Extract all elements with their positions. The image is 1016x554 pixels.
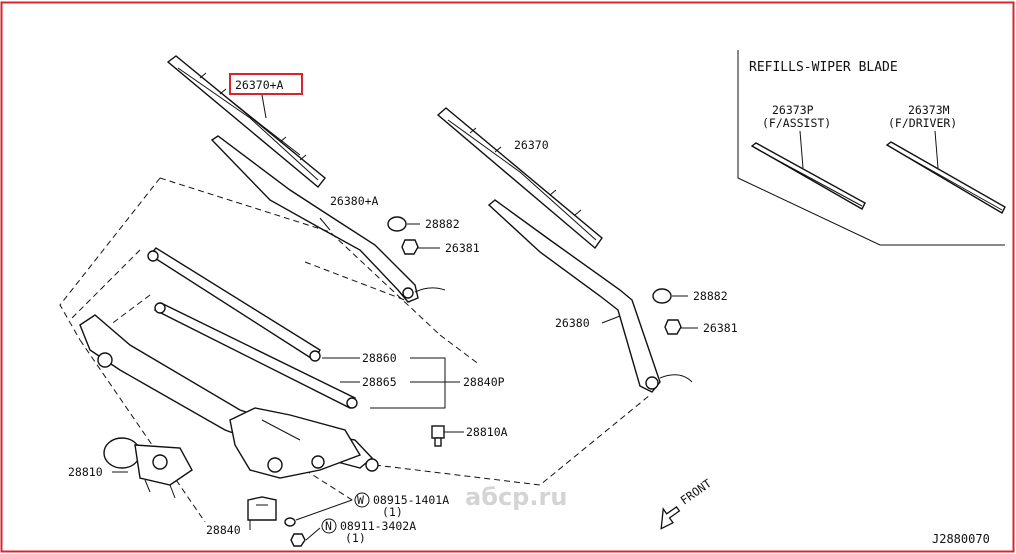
arrow-down-left-icon bbox=[660, 505, 681, 530]
nut-right bbox=[664, 319, 682, 335]
cap-left bbox=[387, 216, 407, 232]
refill-assist-note: (F/ASSIST) bbox=[762, 116, 831, 130]
label-hex-nut[interactable]: 08911-3402A bbox=[340, 519, 416, 533]
wiper-arm-right bbox=[487, 199, 693, 393]
phantom-lines bbox=[59, 177, 651, 523]
label-washer[interactable]: 08915-1401A bbox=[373, 493, 449, 507]
wiper-blade-left bbox=[166, 55, 326, 189]
watermark: aбcp.ru bbox=[465, 483, 567, 511]
washer bbox=[284, 517, 296, 527]
label-nut-left[interactable]: 26381 bbox=[445, 241, 480, 255]
label-cap-right[interactable]: 28882 bbox=[693, 289, 728, 303]
nut-callout: N 08911-3402A (1) bbox=[321, 518, 416, 545]
nut-code: N bbox=[325, 519, 332, 533]
label-link-upper[interactable]: 28860 bbox=[362, 351, 397, 365]
linkage-frame bbox=[79, 314, 379, 479]
nut-left bbox=[401, 239, 419, 255]
highlight-box bbox=[229, 73, 303, 95]
label-motor[interactable]: 28810 bbox=[68, 465, 103, 479]
label-arm-left[interactable]: 26380+A bbox=[330, 194, 379, 208]
label-link-lower[interactable]: 28865 bbox=[362, 375, 397, 389]
refill-assist-part[interactable]: 26373P bbox=[772, 103, 814, 117]
label-nut-right[interactable]: 26381 bbox=[703, 321, 738, 335]
washer-code: W bbox=[357, 493, 364, 507]
refill-strip-assist bbox=[750, 142, 866, 210]
link-rod-upper bbox=[147, 247, 321, 362]
label-bolt[interactable]: 28810A bbox=[466, 425, 508, 439]
label-blade-right[interactable]: 26370 bbox=[514, 138, 549, 152]
label-blade-left[interactable]: 26370+A bbox=[235, 78, 284, 92]
refill-strip-driver bbox=[885, 141, 1006, 214]
cap-right bbox=[652, 288, 672, 304]
wiper-blade-right bbox=[436, 107, 603, 250]
washer-qty: (1) bbox=[382, 505, 403, 519]
label-arm-right[interactable]: 26380 bbox=[555, 316, 590, 330]
refills-title: REFILLS-WIPER BLADE bbox=[749, 60, 898, 75]
label-bracket[interactable]: 28840 bbox=[206, 523, 241, 537]
bolt bbox=[431, 425, 445, 447]
front-label: FRONT bbox=[678, 476, 714, 507]
nut-qty: (1) bbox=[345, 531, 366, 545]
link-rod-lower bbox=[153, 302, 358, 409]
wiper-motor bbox=[103, 437, 193, 499]
refill-driver-part[interactable]: 26373M bbox=[908, 103, 950, 117]
wiper-arm-left bbox=[210, 135, 446, 303]
front-indicator: FRONT bbox=[660, 476, 714, 530]
label-cap-left[interactable]: 28882 bbox=[425, 217, 460, 231]
refills-box: REFILLS-WIPER BLADE 26373P (F/ASSIST) 26… bbox=[737, 50, 1006, 246]
diagram-id: J2880070 bbox=[932, 532, 990, 546]
washer-callout: W 08915-1401A (1) bbox=[354, 492, 449, 519]
refill-driver-note: (F/DRIVER) bbox=[888, 116, 957, 130]
label-linkage-assy[interactable]: 28840P bbox=[463, 375, 505, 389]
motor-bracket bbox=[247, 496, 277, 521]
hex-nut bbox=[290, 533, 306, 547]
